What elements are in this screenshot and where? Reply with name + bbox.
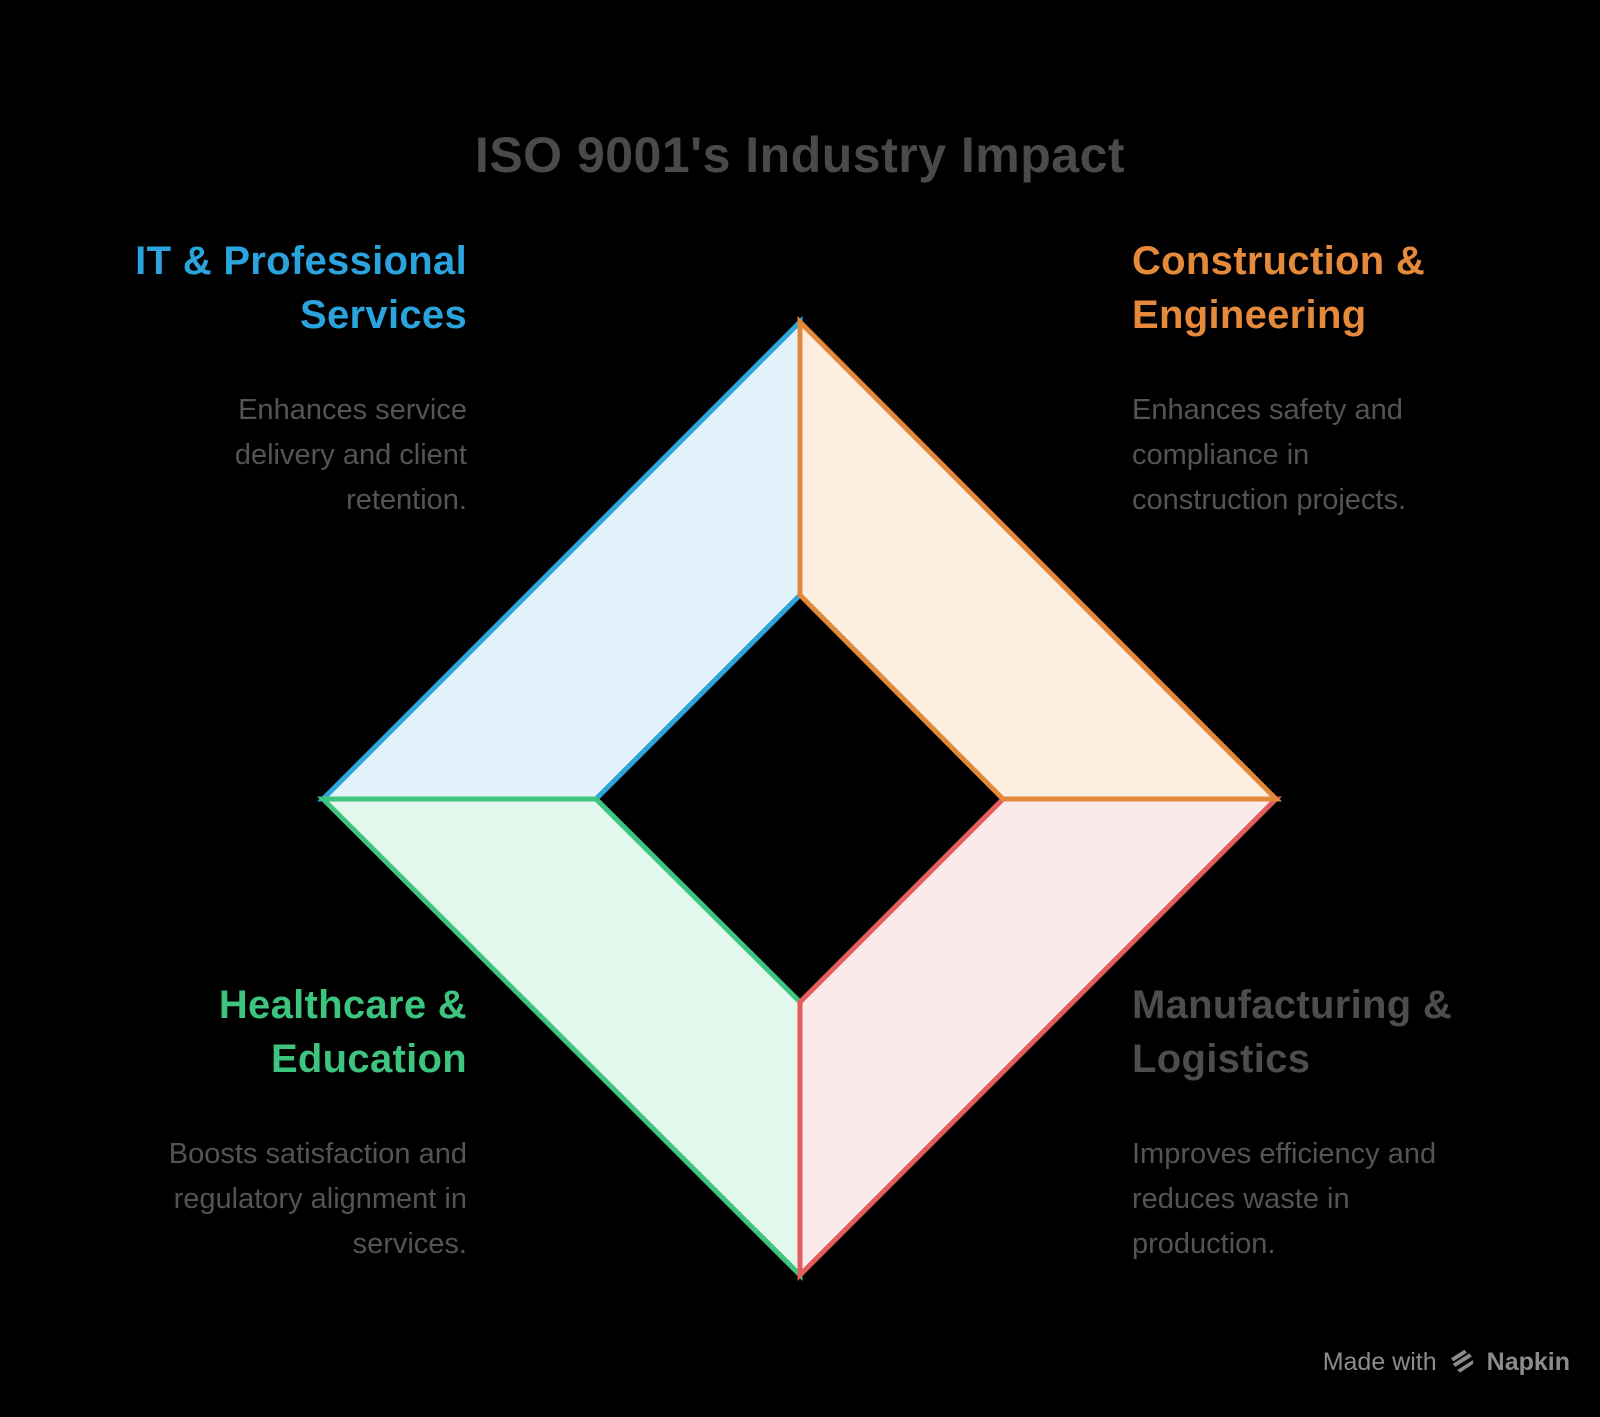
quadrant-heading-manufacturing-logistics: Manufacturing & Logistics bbox=[1132, 983, 1453, 1081]
quadrant-description-manufacturing-logistics: Improves efficiency and reduces waste in… bbox=[1132, 1138, 1437, 1260]
made-with-label: Made with bbox=[1322, 1347, 1437, 1376]
quadrant-label-manufacturing-logistics: Manufacturing & Logistics Improves effic… bbox=[1132, 978, 1592, 1267]
page-title: ISO 9001's Industry Impact bbox=[474, 127, 1126, 183]
napkin-brand-label: Napkin bbox=[1486, 1347, 1570, 1376]
quadrant-heading-it-professional-services: IT & Professional Services bbox=[135, 239, 467, 337]
quadrant-heading-healthcare-education: Healthcare & Education bbox=[218, 983, 467, 1081]
quadrant-heading-construction-engineering: Construction & Engineering bbox=[1132, 239, 1426, 337]
quadrant-label-it-professional-services: IT & Professional Services Enhances serv… bbox=[7, 234, 467, 523]
quadrant-description-it-professional-services: Enhances service delivery and client ret… bbox=[234, 394, 467, 516]
quadrant-description-healthcare-education: Boosts satisfaction and regulatory align… bbox=[168, 1138, 467, 1260]
quadrant-shape-construction-engineering bbox=[797, 315, 1283, 802]
quadrant-label-construction-engineering: Construction & Engineering Enhances safe… bbox=[1132, 234, 1592, 523]
quadrant-description-construction-engineering: Enhances safety and compliance in constr… bbox=[1132, 394, 1407, 516]
napkin-watermark[interactable]: Made with Napkin bbox=[1323, 1346, 1570, 1378]
quadrant-label-healthcare-education: Healthcare & Education Boosts satisfacti… bbox=[7, 978, 467, 1267]
napkin-logo-icon bbox=[1450, 1349, 1473, 1373]
